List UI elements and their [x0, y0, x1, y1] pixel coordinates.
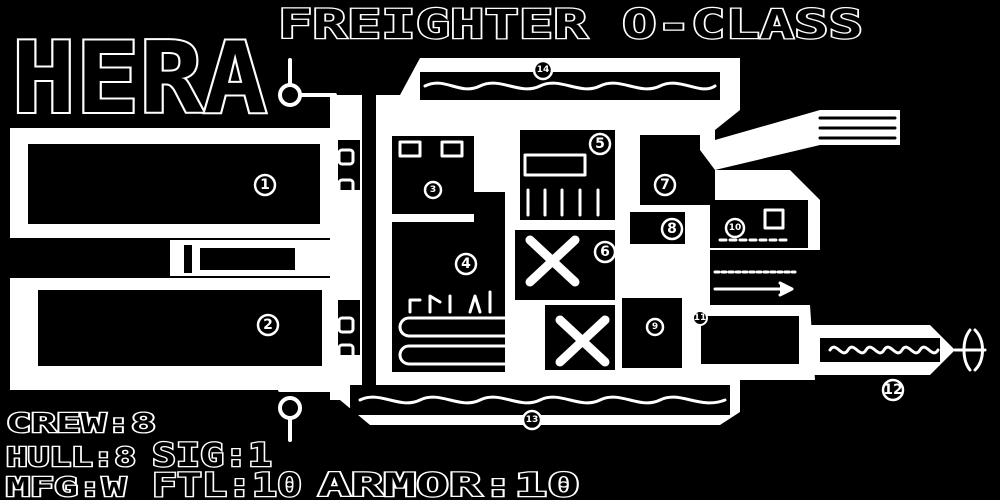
- svg-text:14: 14: [537, 65, 550, 75]
- svg-text:5: 5: [595, 136, 605, 152]
- consoles-room-3: [398, 140, 501, 158]
- aft-probe: [800, 325, 987, 375]
- room-marker-2: 2: [256, 313, 280, 337]
- svg-text:3: 3: [430, 185, 436, 195]
- reactor-fan-upper: [525, 235, 580, 287]
- svg-text:2: 2: [263, 317, 273, 333]
- fuel-tanks: [398, 290, 522, 366]
- svg-text:6: 6: [600, 244, 610, 260]
- forward-thrusters: [715, 110, 900, 170]
- room-marker-6: 6: [593, 240, 617, 264]
- stat-mfg: MFG:W: [6, 473, 127, 500]
- room-marker-8: 8: [660, 217, 684, 241]
- svg-text:4: 4: [461, 256, 471, 272]
- svg-text:9: 9: [652, 322, 658, 332]
- cargo-connector: [170, 240, 350, 276]
- corridor-pods: [337, 148, 355, 361]
- svg-text:1: 1: [260, 177, 270, 193]
- room-marker-3: 3: [423, 180, 443, 200]
- reactor-fan-lower: [555, 315, 610, 367]
- lockers-room-5: [523, 153, 600, 217]
- equipment-room-10: [718, 208, 792, 242]
- room-marker-4: 4: [454, 252, 478, 276]
- ship-class-title: FREIGHTER O-CLASS: [278, 2, 863, 48]
- room-marker-11: 11: [692, 310, 708, 326]
- room-marker-7: 7: [653, 173, 677, 197]
- room-marker-1: 1: [253, 173, 277, 197]
- stat-crew: CREW:8: [6, 409, 156, 439]
- svg-text:13: 13: [526, 415, 539, 425]
- room-markers: 1 2 3 4 5 6 7 8 9 10 11 12 13 14: [253, 59, 905, 431]
- cargo-bay-2: [10, 278, 340, 390]
- cargo-bay-1: [10, 128, 340, 238]
- room-marker-12: 12: [881, 378, 905, 402]
- bottom-antenna: [278, 388, 347, 442]
- stat-ftl: FTL:10: [152, 466, 302, 500]
- svg-text:7: 7: [660, 177, 670, 193]
- top-antenna: [278, 58, 337, 107]
- svg-text:12: 12: [883, 382, 902, 398]
- room-marker-5: 5: [588, 132, 612, 156]
- room-marker-14: 14: [532, 59, 554, 81]
- corridor-arrow: [713, 270, 797, 297]
- ship-name: HERA: [12, 22, 267, 136]
- svg-text:11: 11: [694, 313, 707, 323]
- svg-text:8: 8: [667, 221, 677, 237]
- room-marker-13: 13: [521, 409, 543, 431]
- stat-hull: HULL:8: [6, 443, 136, 473]
- stat-sig: SIG:1: [152, 436, 272, 474]
- room-marker-10: 10: [724, 217, 746, 239]
- room-marker-9: 9: [645, 317, 665, 337]
- svg-text:10: 10: [729, 223, 742, 233]
- stat-armor: ARMOR:10: [318, 466, 580, 500]
